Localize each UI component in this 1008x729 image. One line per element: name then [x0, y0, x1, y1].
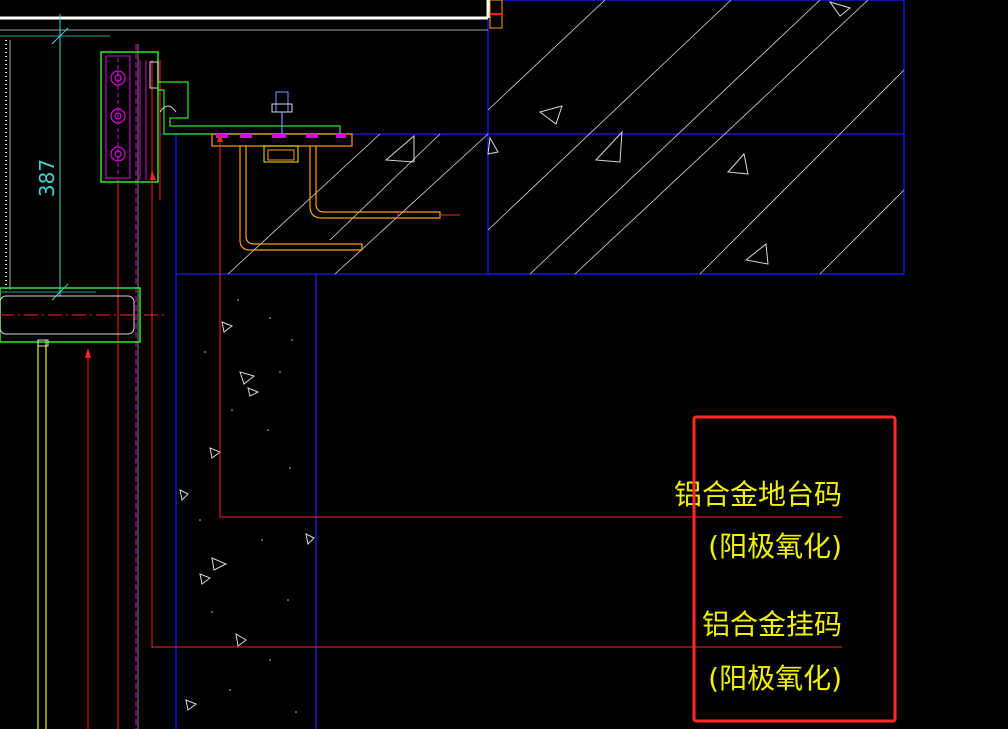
annotation-hanging-bracket-label: 铝合金挂码 [702, 608, 842, 641]
bolt-holes [110, 70, 126, 162]
annotation-hanging-bracket-finish: (阳极氧化) [708, 662, 842, 695]
top-frame [0, 0, 503, 31]
annotation-floor-bracket-label: 铝合金地台码 [674, 478, 842, 511]
concrete-slab [160, 0, 905, 275]
column-aggregate-marks [179, 321, 315, 711]
slab-outline-upper [487, 0, 905, 275]
annotation-floor-bracket-finish: (阳极氧化) [708, 530, 842, 563]
leader-lines [151, 132, 842, 648]
hanging-bracket [100, 51, 159, 183]
slab-aggregate-marks [384, 1, 852, 265]
panel-edge-left [5, 40, 11, 290]
floor-bracket [157, 81, 460, 251]
dimension-value: 387 [35, 159, 59, 197]
annotation-group: 铝合金地台码 (阳极氧化) 铝合金挂码 (阳极氧化) [674, 478, 842, 695]
mullion-lines [37, 44, 161, 729]
column-section [175, 134, 317, 729]
washers [216, 134, 346, 138]
anchor-bolt [263, 91, 299, 163]
slab-hatch-lines [227, 0, 905, 275]
highlight-box [692, 415, 897, 723]
transom-tube [0, 287, 165, 347]
dimension-387: 387 [0, 14, 110, 301]
column-dots [199, 299, 297, 713]
